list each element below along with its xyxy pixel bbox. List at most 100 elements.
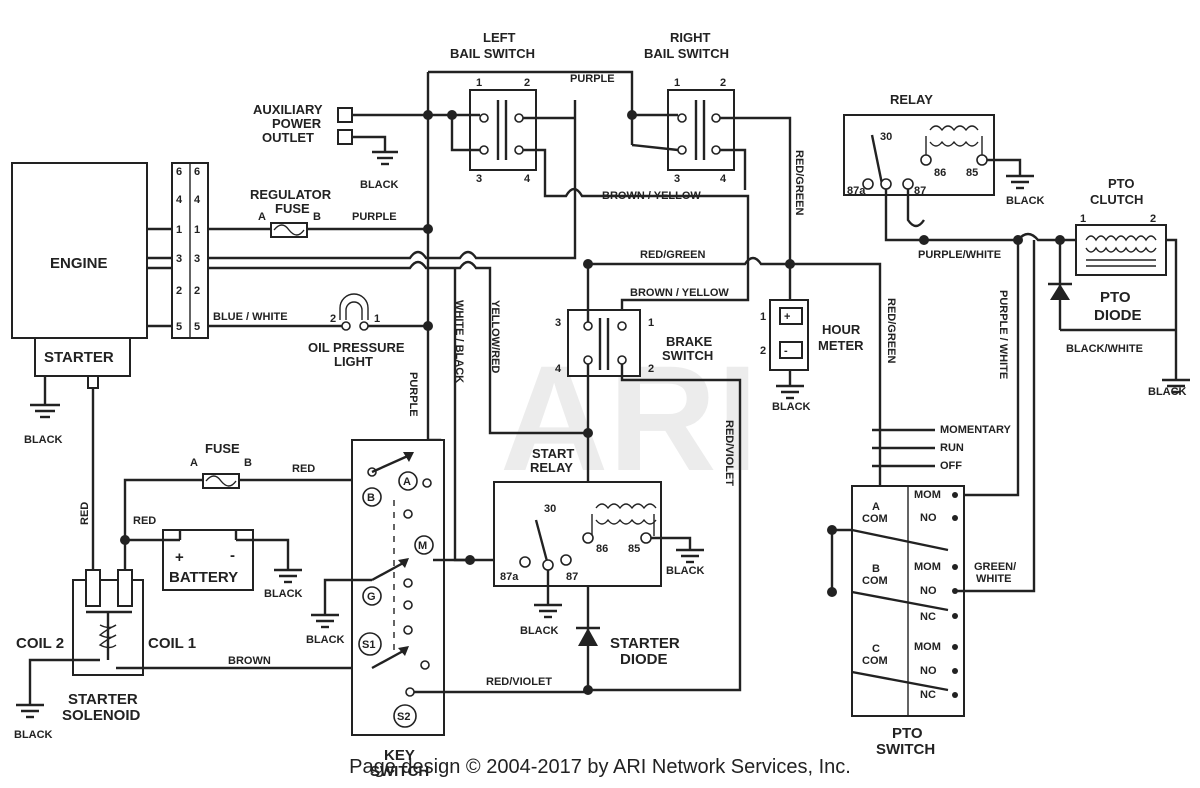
- main-fuse: FUSE A B: [190, 441, 252, 489]
- svg-text:-: -: [230, 547, 235, 564]
- svg-text:AUXILIARY: AUXILIARY: [253, 102, 323, 117]
- svg-text:86: 86: [596, 543, 608, 555]
- hour-meter: + - 1 2 HOUR METER BLACK: [760, 299, 864, 413]
- svg-text:COM: COM: [862, 655, 888, 667]
- svg-text:A: A: [258, 211, 266, 223]
- svg-text:YELLOW/RED: YELLOW/RED: [489, 300, 501, 373]
- svg-text:RED/VIOLET: RED/VIOLET: [486, 676, 552, 688]
- svg-text:STARTER: STARTER: [610, 635, 680, 652]
- svg-text:B: B: [313, 211, 321, 223]
- svg-text:REGULATOR: REGULATOR: [250, 187, 332, 202]
- svg-text:BLACK: BLACK: [306, 634, 345, 646]
- svg-text:6: 6: [194, 166, 200, 178]
- pto-switch: A COM B COM C COM MOM NO MOM NO NC MOM N…: [851, 485, 965, 758]
- svg-text:RELAY: RELAY: [890, 92, 933, 107]
- svg-text:2: 2: [1150, 213, 1156, 225]
- svg-text:RED/VIOLET: RED/VIOLET: [723, 420, 735, 486]
- starter-solenoid: COIL 2 COIL 1 STARTER SOLENOID: [16, 569, 196, 724]
- svg-text:2: 2: [760, 345, 766, 357]
- svg-text:3: 3: [476, 173, 482, 185]
- svg-text:SWITCH: SWITCH: [370, 763, 429, 780]
- svg-text:2: 2: [720, 77, 726, 89]
- svg-text:KEY: KEY: [384, 747, 415, 764]
- svg-text:PURPLE/WHITE: PURPLE/WHITE: [918, 249, 1001, 261]
- svg-text:COM: COM: [862, 575, 888, 587]
- copyright-footer: Page design © 2004-2017 by ARI Network S…: [349, 756, 851, 778]
- svg-text:OIL PRESSURE: OIL PRESSURE: [308, 340, 405, 355]
- svg-text:BROWN / YELLOW: BROWN / YELLOW: [602, 190, 701, 202]
- svg-text:30: 30: [544, 503, 556, 515]
- svg-text:NO: NO: [920, 585, 937, 597]
- svg-text:NO: NO: [920, 665, 937, 677]
- svg-text:4: 4: [176, 194, 183, 206]
- svg-text:NC: NC: [920, 689, 936, 701]
- svg-text:2: 2: [176, 285, 182, 297]
- svg-text:30: 30: [880, 131, 892, 143]
- left-bail-switch: LEFT BAIL SWITCH 1 2 3 4: [450, 30, 537, 185]
- svg-text:S1: S1: [362, 639, 375, 651]
- svg-text:3: 3: [674, 173, 680, 185]
- svg-text:4: 4: [524, 173, 531, 185]
- oil-pressure-light: 2 1 OIL PRESSURE LIGHT: [308, 293, 405, 369]
- svg-text:WHITE: WHITE: [976, 573, 1011, 585]
- svg-text:1: 1: [648, 317, 654, 329]
- svg-text:B: B: [244, 457, 252, 469]
- svg-text:BLACK: BLACK: [666, 565, 705, 577]
- starter: STARTER: [34, 337, 131, 570]
- svg-text:4: 4: [555, 363, 562, 375]
- svg-text:MOM: MOM: [914, 641, 941, 653]
- svg-text:RELAY: RELAY: [530, 460, 573, 475]
- svg-text:G: G: [367, 591, 376, 603]
- svg-text:DIODE: DIODE: [620, 651, 668, 668]
- svg-text:2: 2: [524, 77, 530, 89]
- svg-text:PTO: PTO: [1100, 289, 1131, 306]
- svg-text:BRAKE: BRAKE: [666, 334, 713, 349]
- svg-text:87a: 87a: [847, 185, 866, 197]
- svg-text:86: 86: [934, 167, 946, 179]
- svg-text:A: A: [190, 457, 198, 469]
- svg-text:PURPLE / WHITE: PURPLE / WHITE: [997, 290, 1009, 379]
- svg-text:COM: COM: [862, 513, 888, 525]
- svg-text:MOM: MOM: [914, 561, 941, 573]
- svg-text:START: START: [532, 446, 574, 461]
- svg-text:1: 1: [674, 77, 680, 89]
- svg-text:LEFT: LEFT: [483, 30, 516, 45]
- svg-text:B: B: [872, 563, 880, 575]
- svg-text:BATTERY: BATTERY: [169, 569, 238, 586]
- svg-text:SWITCH: SWITCH: [662, 348, 713, 363]
- svg-text:NC: NC: [920, 611, 936, 623]
- svg-text:1: 1: [760, 311, 766, 323]
- svg-text:BLACK: BLACK: [1006, 195, 1045, 207]
- svg-text:6: 6: [176, 166, 182, 178]
- key-switch: B A M G S1 S2 KEY SWITCH: [351, 439, 445, 780]
- starter-ground: BLACK: [24, 376, 63, 446]
- svg-text:+: +: [784, 311, 790, 323]
- pto-switch-legend: MOMENTARY RUN OFF: [872, 424, 1012, 472]
- svg-text:PURPLE: PURPLE: [407, 372, 419, 417]
- svg-text:RIGHT: RIGHT: [670, 30, 711, 45]
- svg-text:+: +: [175, 549, 184, 566]
- svg-text:1: 1: [1080, 213, 1086, 225]
- svg-text:-: -: [784, 345, 788, 357]
- svg-text:BLACK/WHITE: BLACK/WHITE: [1066, 343, 1143, 355]
- svg-text:RED: RED: [79, 502, 91, 525]
- svg-text:3: 3: [194, 253, 200, 265]
- starter-diode: STARTER DIODE: [576, 586, 680, 690]
- svg-text:87: 87: [914, 185, 926, 197]
- svg-text:COIL 2: COIL 2: [16, 635, 64, 652]
- svg-text:1: 1: [194, 224, 200, 236]
- svg-text:OUTLET: OUTLET: [262, 130, 314, 145]
- svg-text:85: 85: [966, 167, 978, 179]
- relay: RELAY 30 87a 87 86 85: [843, 92, 995, 197]
- svg-text:4: 4: [720, 173, 727, 185]
- svg-text:BAIL SWITCH: BAIL SWITCH: [644, 46, 729, 61]
- svg-text:BLACK: BLACK: [772, 401, 811, 413]
- svg-text:LIGHT: LIGHT: [334, 354, 373, 369]
- svg-text:1: 1: [374, 313, 380, 325]
- svg-text:BLUE / WHITE: BLUE / WHITE: [213, 311, 288, 323]
- svg-text:OFF: OFF: [940, 460, 962, 472]
- svg-text:3: 3: [176, 253, 182, 265]
- svg-text:4: 4: [194, 194, 201, 206]
